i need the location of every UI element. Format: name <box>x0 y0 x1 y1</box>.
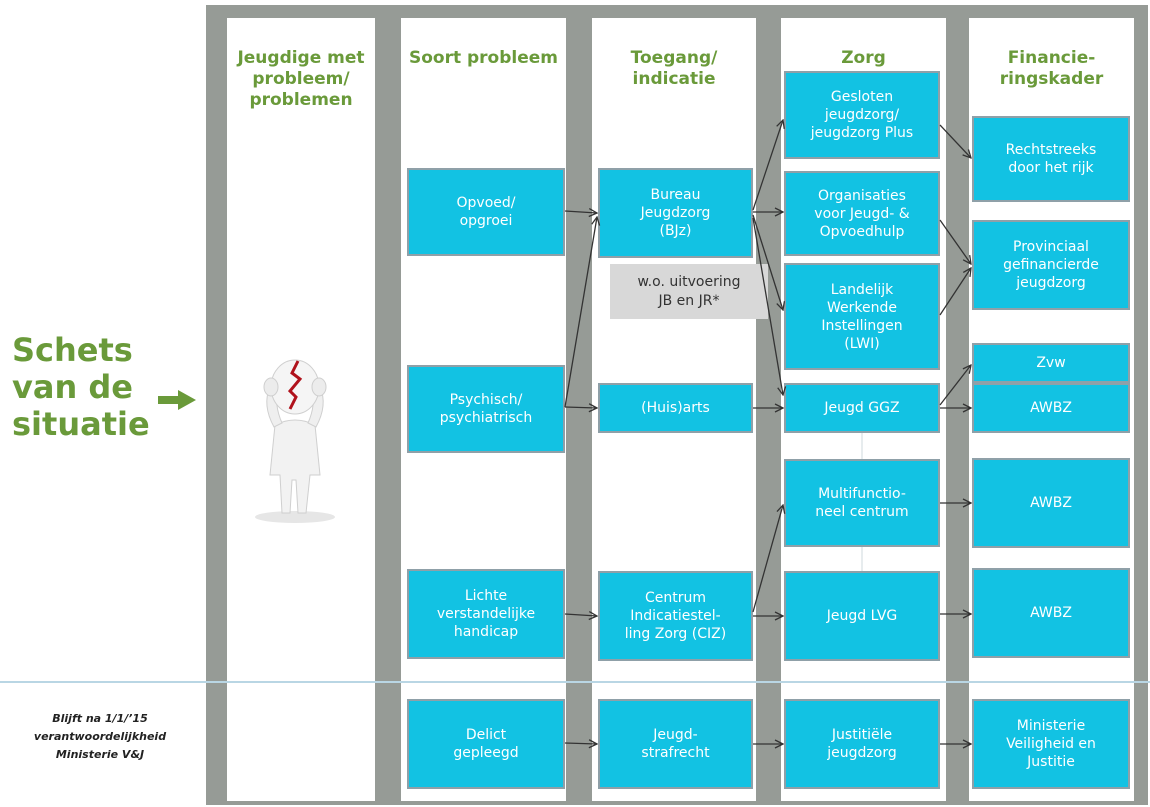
column-header-soort: Soort probleem <box>408 48 559 68</box>
box-ciz: Centrum Indicatiestel- ling Zorg (CIZ) <box>598 571 753 661</box>
box-opvoed: Opvoed/ opgroei <box>407 168 565 256</box>
box-organisaties: Organisaties voor Jeugd- & Opvoedhulp <box>784 171 940 256</box>
box-lichte: Lichte verstandelijke handicap <box>407 569 565 659</box>
column-header-zorg: Zorg <box>841 48 886 68</box>
box-gesloten: Gesloten jeugdzorg/ jeugdzorg Plus <box>784 71 940 159</box>
column-header-toegang: Toegang/ indicatie <box>630 48 718 89</box>
box-ggz: Jeugd GGZ <box>784 383 940 433</box>
footnote-blijft: Blijft na 1/1/’15 verantwoordelijkheid M… <box>33 712 167 761</box>
box-multi: Multifunctio- neel centrum <box>784 459 940 547</box>
box-awbz-1: AWBZ <box>972 383 1130 433</box>
box-lwi: Landelijk Werkende Instellingen (LWI) <box>784 263 940 370</box>
box-huisarts: (Huis)arts <box>598 383 753 433</box>
box-strafrecht: Jeugd- strafrecht <box>598 699 753 789</box>
box-lvg: Jeugd LVG <box>784 571 940 661</box>
arrow-right-icon <box>158 390 196 410</box>
side-title: Schets van de situatie <box>12 331 150 443</box>
stressed-figure-icon <box>255 359 335 523</box>
box-rijk: Rechtstreeks door het rijk <box>972 116 1130 202</box>
column-header-jeugdige: Jeugdige met probleem/ problemen <box>237 48 365 110</box>
box-awbz-3: AWBZ <box>972 568 1130 658</box>
box-justitieel: Justitiële jeugdzorg <box>784 699 940 789</box>
box-zvw: Zvw <box>972 343 1130 383</box>
note-uitvoering: w.o. uitvoering JB en JR* <box>610 264 768 319</box>
box-ministerie: Ministerie Veiligheid en Justitie <box>972 699 1130 789</box>
column-header-financiering: Financie- ringskader <box>999 48 1104 89</box>
box-psychisch: Psychisch/ psychiatrisch <box>407 365 565 453</box>
box-provinciaal: Provinciaal gefinancierde jeugdzorg <box>972 220 1130 310</box>
box-bjz: Bureau Jeugdzorg (BJz) <box>598 168 753 258</box>
box-awbz-2: AWBZ <box>972 458 1130 548</box>
box-delict: Delict gepleegd <box>407 699 565 789</box>
responsibility-divider <box>0 681 1150 683</box>
